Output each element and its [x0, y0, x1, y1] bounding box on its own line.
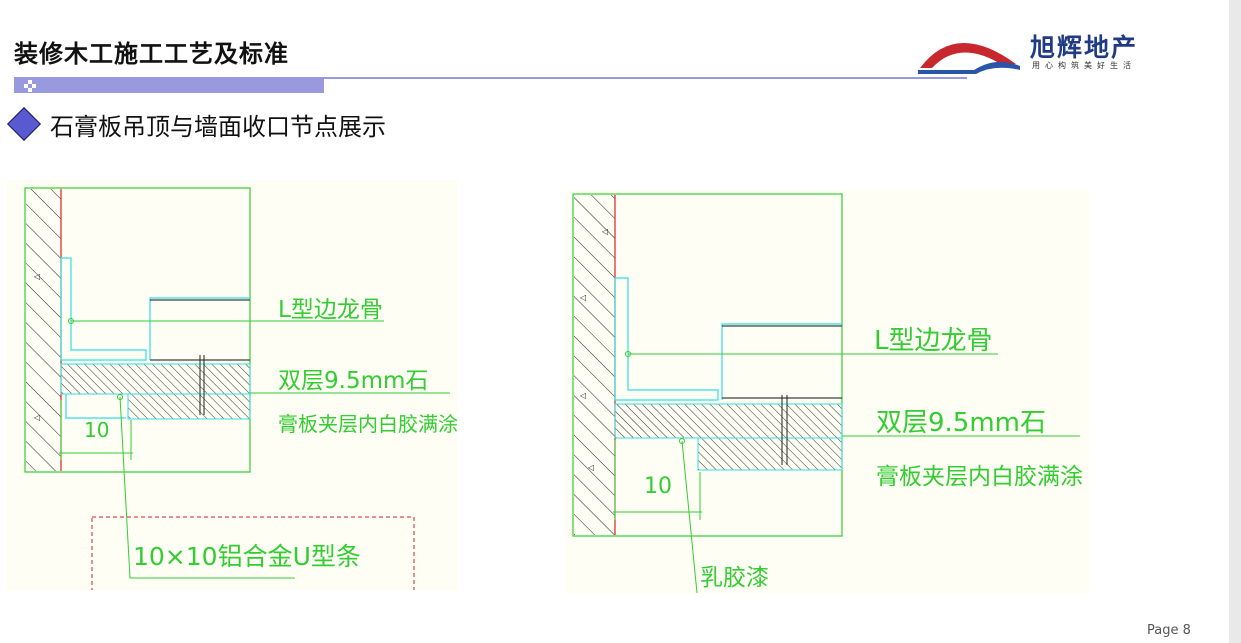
left-dim-value: 10 — [84, 418, 109, 442]
diagram-right: ◁ ◁ ◁ ◁ 10 L型边龙骨 双层9.5mm石 膏板夹层内白胶满涂 乳胶漆 — [565, 190, 1089, 593]
right-board-layer1 — [614, 403, 843, 439]
left-board-layer2 — [127, 393, 251, 420]
left-label-strip: 10×10铝合金U型条 — [133, 542, 361, 571]
left-wall-hatch — [26, 189, 61, 471]
section-title: 石膏板吊顶与墙面收口节点展示 — [50, 112, 386, 141]
company-logo-icon — [918, 42, 1020, 74]
svg-text:◁: ◁ — [579, 391, 586, 400]
left-label-board-1: 双层9.5mm石 — [278, 368, 428, 394]
svg-text:◁: ◁ — [579, 293, 586, 302]
right-wall-hatch — [574, 195, 615, 535]
svg-text:◁: ◁ — [33, 272, 40, 281]
left-highlight-box — [91, 516, 415, 590]
right-label-board-2: 膏板夹层内白胶满涂 — [876, 464, 1083, 490]
right-board-layer2 — [697, 437, 843, 471]
logo-company-name: 旭辉地产 — [1030, 33, 1139, 62]
right-dim-value: 10 — [644, 474, 672, 499]
diamond-bullet-icon — [7, 107, 41, 141]
right-label-latex: 乳胶漆 — [700, 565, 769, 591]
logo-tagline: 用心构筑美好生活 — [1032, 61, 1136, 70]
title-rule-bar — [14, 77, 324, 93]
svg-text:◁: ◁ — [601, 227, 608, 236]
left-board-layer1 — [60, 363, 251, 395]
left-frame — [24, 187, 251, 473]
right-l-keel — [614, 277, 719, 401]
diagram-left: ◁ ◁ 10 L型边龙骨 双层9.5mm石 膏板夹层内白胶满涂 10×10铝合金… — [6, 180, 458, 590]
right-edge-strip — [1229, 0, 1241, 643]
right-label-board-1: 双层9.5mm石 — [876, 408, 1046, 438]
left-l-keel — [60, 257, 147, 361]
page-number: Page 8 — [1147, 623, 1191, 638]
svg-text:◁: ◁ — [587, 463, 594, 472]
rule-dots-icon — [24, 80, 36, 92]
right-label-keel: L型边龙骨 — [874, 326, 993, 356]
svg-text:◁: ◁ — [33, 413, 40, 422]
right-frame — [572, 193, 843, 537]
page-title: 装修木工施工工艺及标准 — [14, 40, 289, 68]
left-label-board-2: 膏板夹层内白胶满涂 — [278, 412, 458, 436]
left-label-keel: L型边龙骨 — [278, 297, 383, 323]
title-rule-line — [324, 77, 967, 79]
section-heading: 石膏板吊顶与墙面收口节点展示 — [6, 107, 386, 141]
